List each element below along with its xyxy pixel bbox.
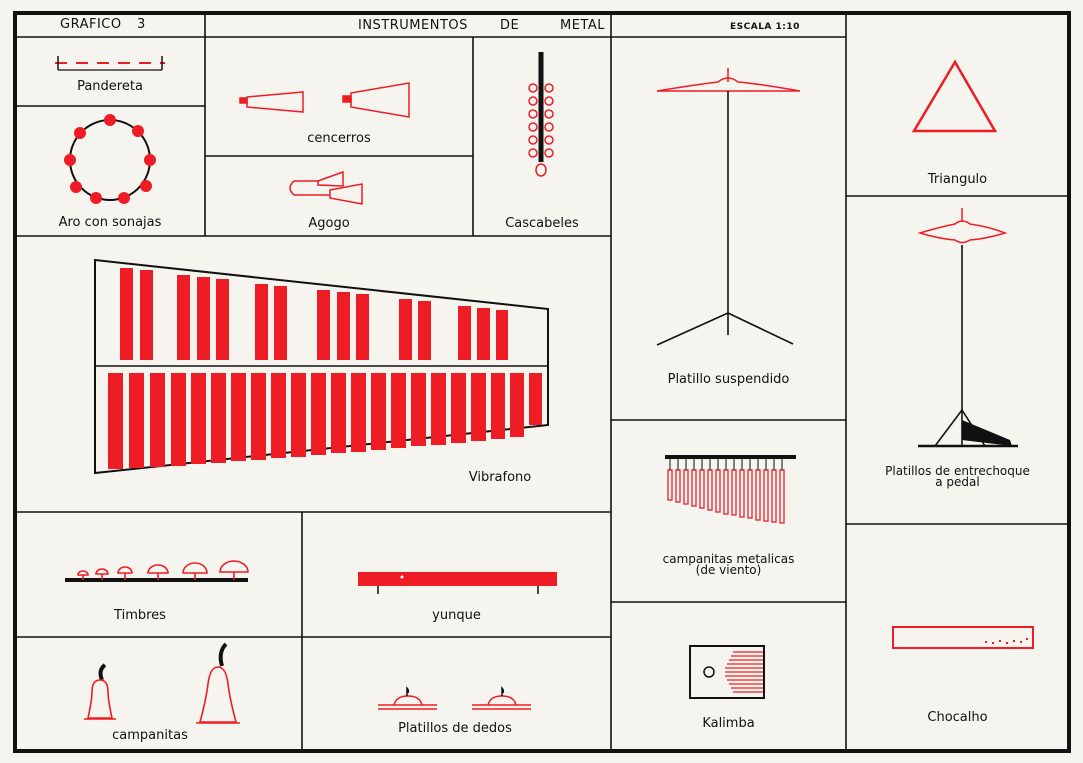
- outer-frame: [13, 11, 1071, 753]
- caption-platillo-suspendido: Platillo suspendido: [667, 372, 790, 387]
- caption-campanitas: campanitas: [112, 728, 188, 743]
- caption-campanitas-metalicas-2: (de viento): [695, 563, 762, 577]
- agogo-icon: [289, 170, 363, 205]
- caption-platillos-pedal-2: a pedal: [935, 475, 980, 489]
- cascabeles-icon: [528, 52, 554, 177]
- chocalho-icon: [892, 626, 1034, 649]
- platillo-suspendido-icon: [656, 68, 801, 346]
- vibrafono-icon: [94, 258, 549, 475]
- grafico-number: 3: [137, 17, 146, 32]
- caption-triangulo: Triangulo: [927, 172, 988, 187]
- caption-chocalho: Chocalho: [927, 710, 988, 725]
- caption-yunque: yunque: [432, 608, 481, 623]
- platillos-pedal-icon: [917, 208, 1018, 448]
- campanitas-metalicas-icon: [665, 455, 796, 524]
- title-word-3: METAL: [560, 18, 605, 33]
- pandereta-icon: [55, 56, 165, 71]
- kalimba-icon: [689, 645, 765, 699]
- caption-campanitas-metalicas-1: campanitas metalicas: [662, 552, 795, 566]
- caption-cascabeles: Cascabeles: [505, 216, 579, 231]
- yunque-icon: [358, 572, 557, 594]
- caption-agogo: Agogo: [308, 216, 350, 231]
- title-word-1: INSTRUMENTOS: [358, 18, 468, 33]
- campanitas-icon: [84, 642, 240, 724]
- aro-con-sonajas-icon: [64, 114, 156, 204]
- grafico-label: GRAFICO: [60, 17, 122, 32]
- title-word-2: DE: [500, 18, 520, 33]
- caption-timbres: Timbres: [114, 608, 166, 623]
- platillos-de-dedos-icon: [378, 686, 531, 710]
- triangulo-icon: [911, 59, 998, 133]
- caption-aro-con-sonajas: Aro con sonajas: [58, 215, 162, 230]
- timbres-icon: [65, 560, 249, 582]
- grid-lines: [15, 13, 1069, 751]
- cencerros-icon: [239, 82, 410, 118]
- caption-pandereta: Pandereta: [77, 79, 143, 94]
- caption-cencerros: cencerros: [307, 131, 371, 146]
- caption-platillos-de-dedos: Platillos de dedos: [398, 721, 512, 736]
- scale-label: ESCALA 1:10: [730, 22, 800, 32]
- caption-vibrafono: Vibrafono: [468, 470, 532, 485]
- caption-kalimba: Kalimba: [702, 716, 755, 731]
- caption-platillos-pedal-1: Platillos de entrechoque: [885, 464, 1030, 478]
